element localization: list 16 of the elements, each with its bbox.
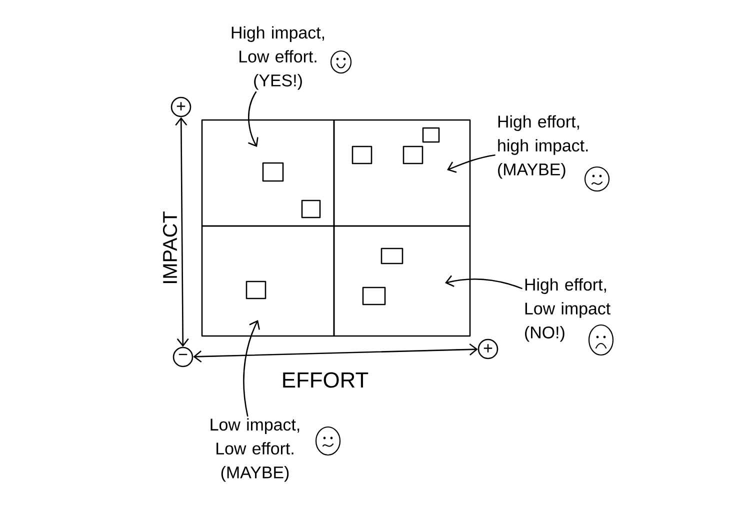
axis-arrow (175, 117, 189, 347)
axis-label: EFFORT (283, 372, 368, 388)
annotation: High effort, Low impact (NO!) (525, 278, 610, 342)
leader-arrow (447, 154, 496, 173)
annotation: High impact, Low effort. (YES!) (232, 26, 324, 90)
leader-arrow (243, 320, 260, 417)
axis-label: IMPACT (162, 212, 178, 284)
quadrant-box (201, 119, 335, 227)
annotation: Low impact, Low effort. (MAYBE) (210, 418, 300, 482)
axis-arrow (193, 343, 478, 363)
annotation: High effort, high impact. (MAYBE) (498, 115, 588, 179)
leader-arrow (248, 91, 258, 147)
quadrant-box (333, 119, 471, 227)
leader-arrow (445, 275, 522, 290)
quadrant-box (201, 225, 335, 337)
quadrant-box (333, 225, 471, 337)
